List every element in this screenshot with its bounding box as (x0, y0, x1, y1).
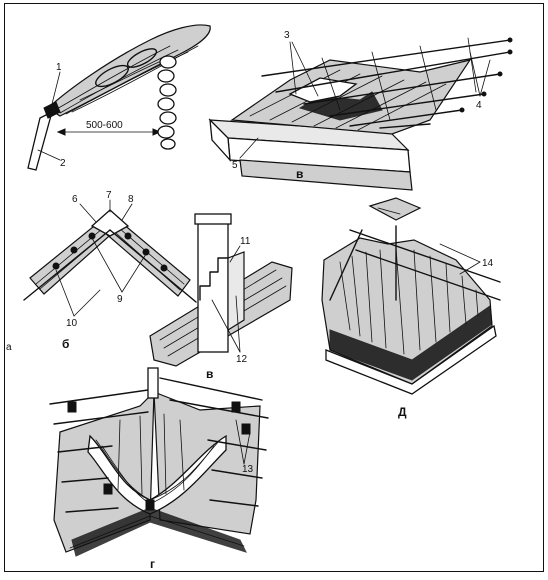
label-13: 13 (242, 464, 254, 475)
valley-batten (57, 445, 113, 453)
valley-batten (65, 507, 119, 513)
valley-batten (209, 499, 259, 507)
label-9: 9 (117, 294, 123, 305)
panel-a-bundle: 1 2 500-600 (27, 24, 211, 171)
leader-13a (235, 419, 245, 465)
dimension-label: 500-600 (86, 120, 123, 131)
valley-batten (211, 469, 263, 479)
valley-batten (53, 411, 149, 425)
hip-batten (349, 229, 501, 283)
panel-e-hip-corner: 14 Д (321, 197, 501, 419)
panel-c-ridge: 6 7 8 9 10 б (23, 190, 197, 351)
binding-knots (67, 401, 251, 511)
flashing-side (227, 251, 245, 332)
label-10: 10 (66, 318, 78, 329)
panel-d-letter: в (206, 367, 213, 381)
valley-batten (159, 377, 263, 401)
leader-4b (479, 59, 491, 97)
stepped-flashing (199, 257, 229, 301)
bundle-loop (126, 48, 158, 68)
hip-eave-board (325, 324, 497, 395)
leader-9a (91, 237, 123, 293)
leader-10b (73, 289, 101, 317)
panel-d-chimney: 11 12 в (149, 213, 293, 381)
leader-12a (211, 299, 241, 353)
panel-f-valley: 13 г (49, 367, 269, 571)
border-frame (4, 3, 544, 572)
batten (329, 93, 485, 117)
hip-eave-dark (329, 305, 493, 381)
leader-1 (51, 71, 61, 105)
batten (349, 109, 463, 127)
label-14: 14 (482, 258, 494, 269)
rafter-right (109, 229, 197, 303)
leader-12b (235, 295, 241, 353)
leader-11 (229, 245, 241, 263)
panel-f-letter: г (150, 557, 155, 571)
batten (261, 39, 511, 77)
valley-batten (49, 389, 149, 405)
leader-6 (79, 203, 97, 223)
valley-straw-strokes (95, 413, 221, 505)
label-1: 1 (56, 62, 62, 73)
label-12: 12 (236, 354, 248, 365)
rafter-left (23, 229, 111, 301)
base-beam-under (239, 159, 413, 191)
leader-10a (55, 269, 75, 317)
panel-e-letter: Д (398, 405, 407, 419)
label-3: 3 (284, 30, 290, 41)
hip-cap (368, 197, 422, 221)
leader-14b (459, 261, 481, 275)
valley-batten (207, 439, 267, 451)
label-4: 4 (476, 100, 482, 111)
label-11: 11 (240, 236, 251, 247)
label-7: 7 (106, 190, 112, 201)
leader-9b (121, 253, 147, 293)
panel-b-letter: в (296, 167, 303, 181)
panel-c-letter: б (62, 337, 69, 351)
label-6: 6 (72, 194, 78, 205)
leader-2 (37, 149, 61, 161)
straw-chain (157, 55, 177, 150)
leader-3a (289, 41, 297, 95)
label-2: 2 (60, 158, 66, 169)
leader-13b (243, 431, 251, 465)
valley-batten (61, 477, 109, 483)
leader-8 (121, 203, 133, 221)
straw-bundle (47, 24, 211, 117)
valley-post (147, 367, 159, 399)
valley-trough (87, 434, 227, 515)
chimney-cap (194, 213, 232, 225)
label-8: 8 (128, 194, 134, 205)
leader-5 (239, 137, 259, 159)
panel-b-roof-section: 3 4 5 в (208, 30, 513, 191)
leader-3b (291, 41, 319, 97)
batten (379, 123, 431, 129)
hip-batten (329, 229, 363, 301)
beam-end (209, 118, 231, 162)
batten-sections (52, 232, 168, 272)
leader-4a (469, 51, 481, 97)
bundle-loop (95, 64, 129, 88)
ridge-cap (90, 209, 130, 237)
label-5: 5 (232, 160, 238, 171)
valley-batten (169, 399, 269, 419)
corner-mark: a (6, 342, 12, 353)
batten (303, 73, 501, 105)
leader-14a (439, 243, 481, 263)
hip-batten (355, 249, 501, 301)
upper-bundle (288, 77, 358, 103)
